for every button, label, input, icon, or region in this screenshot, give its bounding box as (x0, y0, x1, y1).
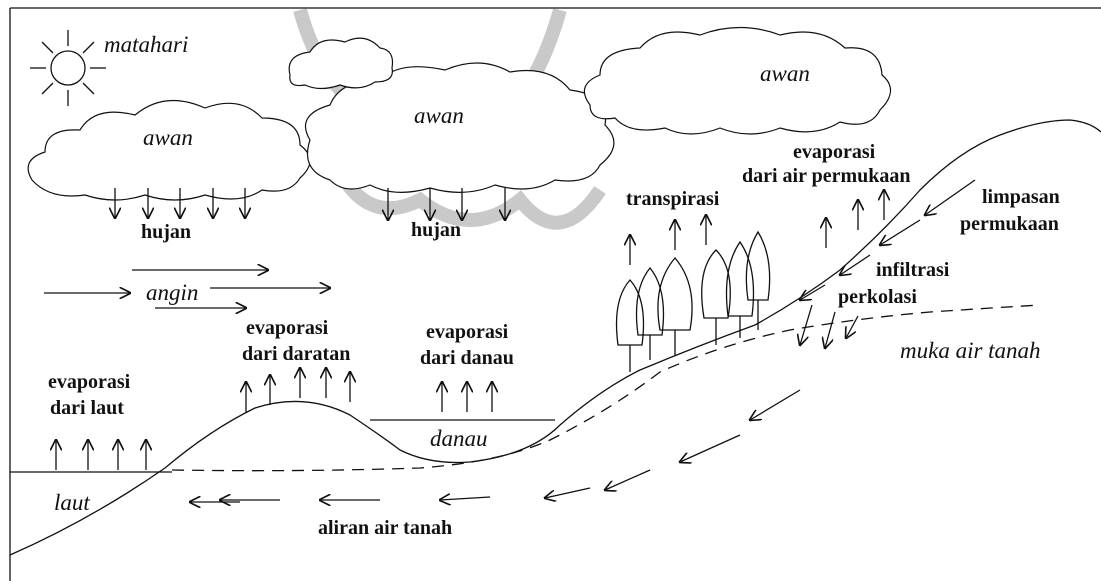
label-evap-land-1: evaporasi (246, 317, 329, 339)
label-muka-air-tanah: muka air tanah (900, 338, 1041, 363)
label-evap-sea-2: dari laut (50, 397, 124, 419)
label-infiltrasi: infiltrasi (876, 259, 950, 281)
label-permukaan: permukaan (960, 213, 1059, 235)
label-awan-left: awan (143, 125, 193, 150)
cloud-small (289, 38, 392, 88)
label-transpirasi: transpirasi (626, 188, 720, 210)
evap-sea-arrows (56, 440, 146, 470)
label-evap-sea-1: evaporasi (48, 371, 131, 393)
cloud-right (584, 28, 890, 135)
cloud-left (28, 100, 310, 200)
label-aliran-air-tanah: aliran air tanah (318, 517, 452, 539)
label-evap-surface-2: dari air permukaan (742, 165, 911, 187)
evap-lake-arrows (442, 382, 492, 412)
label-limpasan: limpasan (982, 186, 1060, 208)
label-evap-lake-2: dari danau (420, 347, 514, 369)
label-awan-middle: awan (414, 103, 464, 128)
groundwater-arrows (190, 390, 800, 502)
tree-icon (617, 232, 770, 372)
label-matahari: matahari (104, 32, 188, 57)
label-danau: danau (430, 426, 488, 451)
label-laut: laut (54, 490, 90, 515)
label-evap-lake-1: evaporasi (426, 321, 509, 343)
label-perkolasi: perkolasi (838, 286, 917, 308)
label-angin: angin (146, 280, 198, 305)
label-awan-right: awan (760, 61, 810, 86)
label-evap-land-2: dari daratan (242, 343, 350, 365)
label-hujan-middle: hujan (411, 219, 461, 241)
label-evap-surface-1: evaporasi (793, 141, 876, 163)
transpiration-arrows (630, 215, 706, 265)
sun-icon (30, 30, 106, 106)
evap-surface-arrows (826, 190, 884, 248)
label-hujan-left: hujan (141, 221, 191, 243)
